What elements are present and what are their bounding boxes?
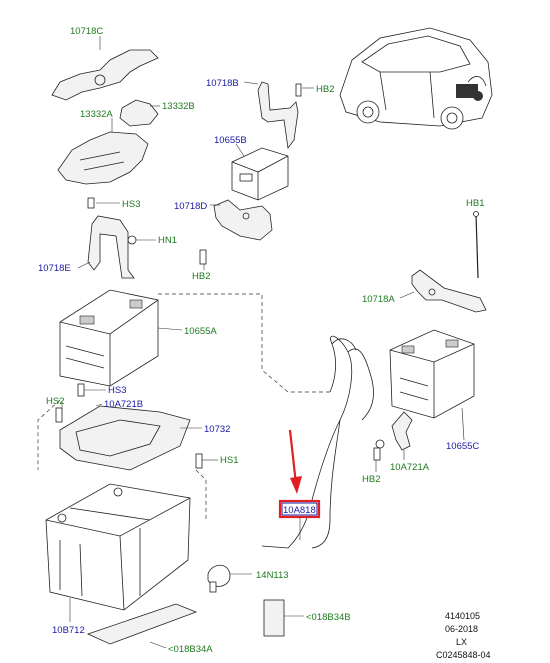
bracket-10718D (199, 199, 273, 270)
battery-10655A (59, 289, 183, 387)
bolt-HS1 (195, 453, 218, 469)
label-10718D: 10718D (174, 201, 207, 212)
meta-model: LX (456, 637, 467, 647)
label-10B712: 10B712 (52, 625, 85, 636)
meta-date: 06-2018 (445, 624, 478, 634)
battery-10655C (389, 329, 475, 441)
label-10655C: 10655C (446, 441, 479, 452)
meta-code: 4140105 (445, 611, 480, 621)
label-hn1: HN1 (158, 235, 177, 246)
bracket-10718C (51, 36, 159, 101)
dashed-guide-left (37, 399, 61, 470)
label-13332B: 13332B (162, 101, 195, 112)
label-10A818: 10A818 (283, 505, 316, 516)
label-hb2-top: HB2 (316, 84, 334, 95)
label-10732: 10732 (204, 424, 230, 435)
dashed-callout-line (158, 293, 330, 393)
label-10655B: 10655B (214, 135, 247, 146)
label-hb1: HB1 (466, 198, 484, 209)
module-10655B (231, 143, 289, 201)
meta-ref: C0245848-04 (436, 650, 491, 660)
label-10A721A: 10A721A (390, 462, 430, 473)
label-018B34B (263, 599, 304, 637)
highlight-box (278, 499, 321, 519)
mat-018B34A (86, 603, 198, 649)
bracket-10718A (399, 211, 487, 313)
battery-box-10B712 (45, 483, 191, 622)
pad-13332B (119, 99, 160, 127)
label-10A721B: 10A721B (104, 399, 143, 410)
label-10718B: 10718B (206, 78, 239, 89)
insulation-13332A (57, 118, 149, 185)
clamp-10A721A (373, 411, 413, 472)
label-hs1: HS1 (220, 455, 238, 466)
bracket-10718E (77, 197, 156, 279)
label-10718A: 10718A (362, 294, 395, 305)
label-hs3-mid: HS3 (108, 385, 126, 396)
dashed-guide-right (195, 469, 207, 520)
label-10718C: 10718C (70, 26, 103, 37)
callout-box-10A818 (281, 502, 318, 516)
label-13332A: 13332A (80, 109, 113, 120)
bracket-10718B (243, 81, 314, 150)
sensor-14N113 (207, 564, 252, 593)
highlight-arrow (288, 429, 302, 494)
vehicle-illustration (339, 27, 493, 130)
label-hb2-low: HB2 (362, 474, 380, 485)
label-018B34A: <018B34A (168, 644, 213, 655)
tray-10732 (55, 383, 202, 471)
label-10718E: 10718E (38, 263, 71, 274)
label-hs2: HS2 (46, 396, 64, 407)
label-018B34B: <018B34B (306, 612, 351, 623)
label-hb2-mid: HB2 (192, 271, 210, 282)
label-10655A: 10655A (184, 326, 217, 337)
label-hs3-top: HS3 (122, 199, 140, 210)
label-14N113: 14N113 (256, 570, 289, 581)
